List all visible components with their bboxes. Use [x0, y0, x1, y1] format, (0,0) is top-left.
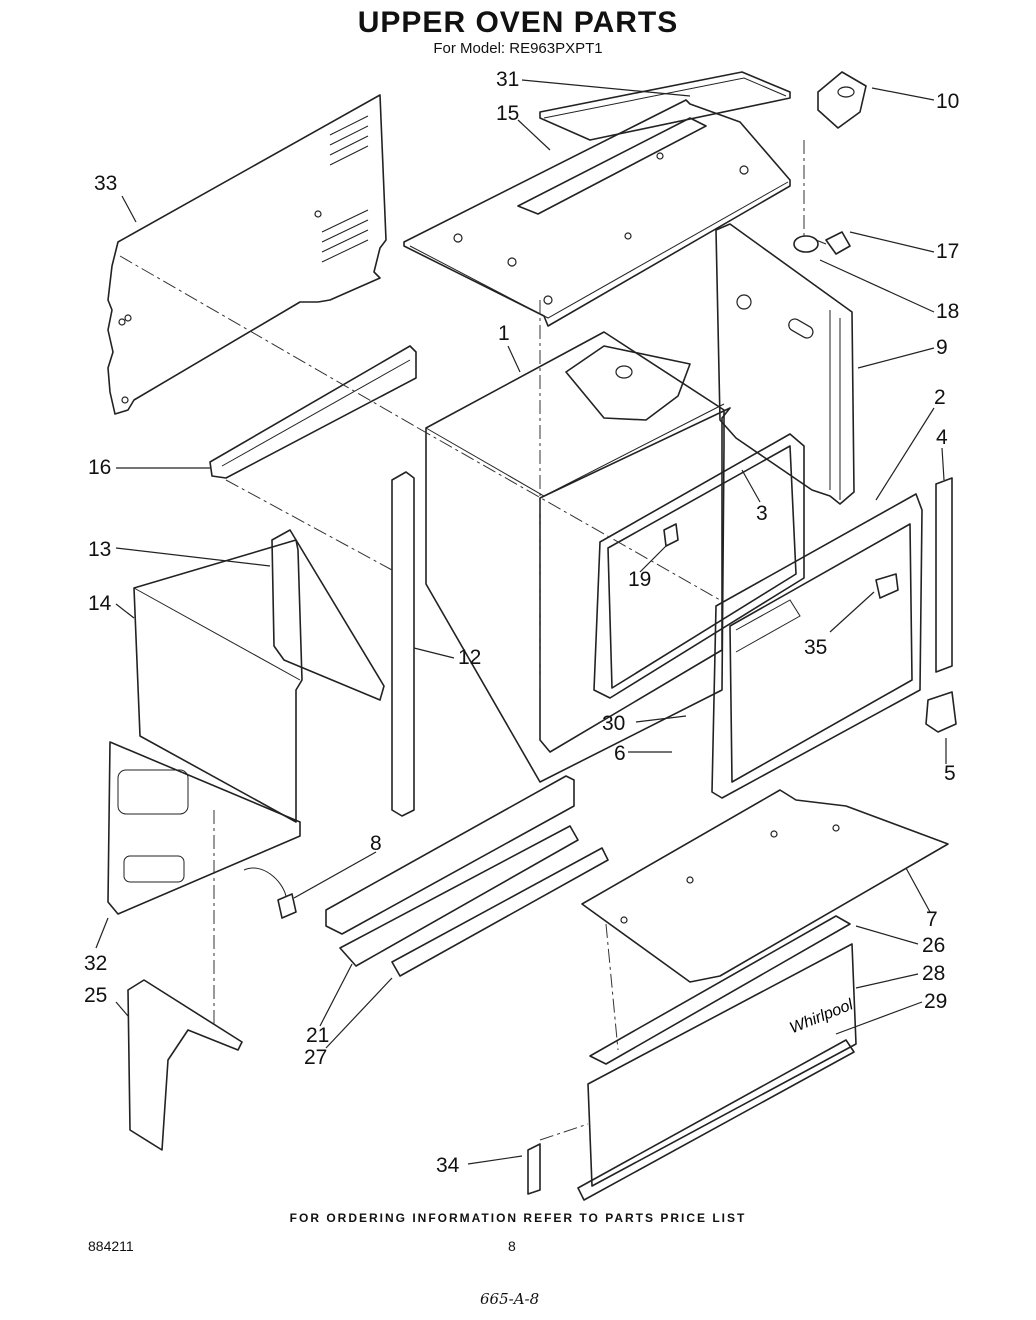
callout-12: 12 [458, 646, 481, 669]
part-3-door-gasket [539, 407, 805, 753]
callout-13: 13 [88, 538, 111, 561]
part-2-door-panel [711, 493, 923, 799]
part-10-bracket [817, 71, 867, 129]
callout-5: 5 [944, 762, 956, 785]
callout-31: 31 [496, 68, 519, 91]
part-31-top-rail [539, 71, 791, 141]
model-subtitle: For Model: RE963PXPT1 [433, 40, 603, 57]
callout-17: 17 [936, 240, 959, 263]
part-8-element-wire [243, 867, 297, 919]
callout-28: 28 [922, 962, 945, 985]
part-15-top-panel [403, 99, 791, 327]
callout-18: 18 [936, 300, 959, 323]
part-9-rear-liner-panel [715, 223, 855, 505]
callout-16: 16 [88, 456, 111, 479]
part-29-bottom-rail [577, 1039, 855, 1201]
callout-33: 33 [94, 172, 117, 195]
part-1-oven-liner [425, 331, 725, 783]
part-13-angle-bracket [271, 529, 385, 701]
callout-3: 3 [756, 502, 768, 525]
callout-8: 8 [370, 832, 382, 855]
callout-9: 9 [936, 336, 948, 359]
callout-35: 35 [804, 636, 827, 659]
callout-25: 25 [84, 984, 107, 1007]
callout-labels: 31 15 33 10 17 18 1 9 2 4 16 3 19 13 14 … [84, 68, 959, 1177]
part-16-support-rail [209, 345, 417, 479]
callout-30: 30 [602, 712, 625, 735]
callout-21: 21 [306, 1024, 329, 1047]
handwritten-reference: 665-A-8 [480, 1290, 540, 1308]
part-4-trim-strip [935, 477, 953, 673]
page-title: UPPER OVEN PARTS [357, 6, 679, 39]
part-7-bottom-panel [581, 789, 949, 983]
callout-4: 4 [936, 426, 948, 449]
part-21-burner-rail [325, 775, 579, 967]
assembly-lines [119, 140, 805, 1141]
callout-6: 6 [614, 742, 626, 765]
callout-7: 7 [926, 908, 938, 931]
part-14-side-housing [133, 539, 303, 823]
callout-32: 32 [84, 952, 107, 975]
callout-1: 1 [498, 322, 510, 345]
callout-29: 29 [924, 990, 947, 1013]
part-17-lamp-socket [825, 231, 851, 255]
part-32-lower-side-panel [107, 741, 301, 915]
part-12-vertical-post [391, 471, 415, 817]
callout-27: 27 [304, 1046, 327, 1069]
callout-34: 34 [436, 1154, 460, 1177]
leader-lines [95, 79, 947, 1165]
ordering-note: FOR ORDERING INFORMATION REFER TO PARTS … [289, 1211, 747, 1225]
part-26-trim-rail [589, 915, 851, 1065]
page-number: 8 [508, 1238, 516, 1254]
callout-15: 15 [496, 102, 519, 125]
part-5-hinge-block [925, 691, 957, 733]
callout-2: 2 [934, 386, 946, 409]
part-18-light-bulb [793, 235, 827, 253]
document-number: 884211 [88, 1238, 134, 1254]
part-27-tube [391, 847, 609, 977]
part-35-connector [875, 573, 899, 599]
callout-14: 14 [88, 592, 112, 615]
callout-10: 10 [936, 90, 959, 113]
callout-19: 19 [628, 568, 651, 591]
part-25-lower-bracket [127, 979, 243, 1151]
part-33-side-panel [107, 94, 387, 415]
part-34-spacer [527, 1143, 541, 1195]
part-19-clip [663, 523, 679, 547]
callout-26: 26 [922, 934, 945, 957]
